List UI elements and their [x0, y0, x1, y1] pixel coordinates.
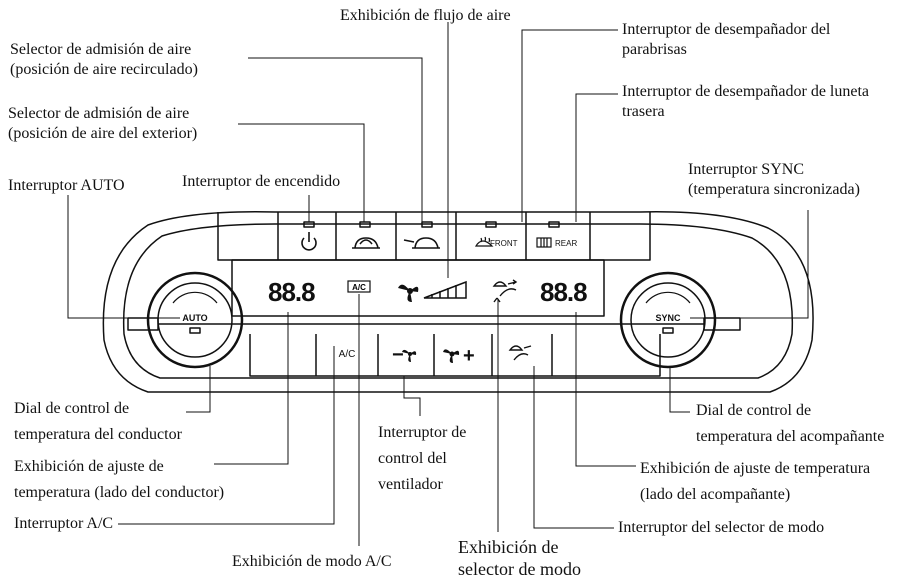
leader-passenger-dial [669, 366, 690, 413]
passenger-temp-readout: 88.8 [540, 277, 587, 307]
auto-text: AUTO [182, 313, 207, 323]
ac-button-text: A/C [339, 349, 356, 360]
display-area [231, 259, 605, 317]
label-ac-mode-display: Exhibición de modo A/C [232, 553, 392, 570]
leader-windshield-defrost [521, 29, 618, 222]
panel-inner-outline [122, 223, 794, 379]
outside-air-icon [403, 237, 440, 249]
right-trim [703, 317, 741, 331]
label-auto-switch: Interruptor AUTO [8, 177, 125, 194]
label-mode-selector-switch: Interruptor del selector de modo [618, 519, 825, 536]
passenger-dial[interactable] [619, 271, 717, 369]
label-airflow-display: Exhibición de flujo de aire [340, 7, 511, 24]
leader-auto [67, 195, 180, 319]
power-icon [301, 232, 317, 251]
label-intake-outside: Selector de admisión de aire(posición de… [8, 105, 198, 142]
rear-defrost-icon [536, 237, 552, 248]
ac-indicator: A/C [347, 280, 371, 293]
leader-driver-dial [186, 366, 211, 413]
driver-temp-readout: 88.8 [268, 277, 315, 307]
leader-rear-defrost [575, 93, 618, 222]
leader-intake-recirc [248, 57, 423, 222]
leader-ac-switch [118, 346, 335, 525]
top-button-row [217, 212, 651, 261]
left-trim [127, 317, 159, 331]
airflow-bar-icon [423, 280, 467, 299]
fan-minus-text: − [392, 344, 404, 366]
leader-intake-outside [238, 123, 365, 222]
fan-icon-display [398, 284, 419, 302]
front-text: FRONT [490, 239, 518, 248]
leader-mode-switch [533, 366, 614, 529]
driver-dial[interactable] [146, 271, 244, 369]
bottom-button-row [249, 334, 661, 377]
label-ac-switch: Interruptor A/C [14, 515, 114, 532]
sync-text: SYNC [655, 313, 681, 323]
label-passenger-temp-display: Exhibición de ajuste de temperatura(lado… [640, 460, 871, 503]
leader-sync [690, 210, 809, 319]
leader-driver-temp [214, 312, 289, 465]
mode-display-icon [492, 279, 518, 303]
rear-text: REAR [555, 239, 577, 248]
fan-plus-text: + [463, 345, 475, 367]
label-sync-switch: Interruptor SYNC(temperatura sincronizad… [688, 161, 860, 198]
fan-plus-icon [443, 349, 460, 363]
svg-text:A/C: A/C [352, 283, 366, 292]
label-intake-recirc: Selector de admisión de aire(posición de… [10, 41, 198, 78]
leader-passenger-temp [575, 312, 636, 467]
fan-minus-icon [402, 349, 417, 362]
label-power-switch: Interruptor de encendido [182, 173, 341, 190]
windshield-defrost-icon [474, 236, 494, 247]
panel-outline [102, 211, 814, 393]
recirculate-air-icon [352, 237, 380, 249]
leader-fan [403, 376, 421, 416]
mode-button-icon [508, 345, 532, 361]
